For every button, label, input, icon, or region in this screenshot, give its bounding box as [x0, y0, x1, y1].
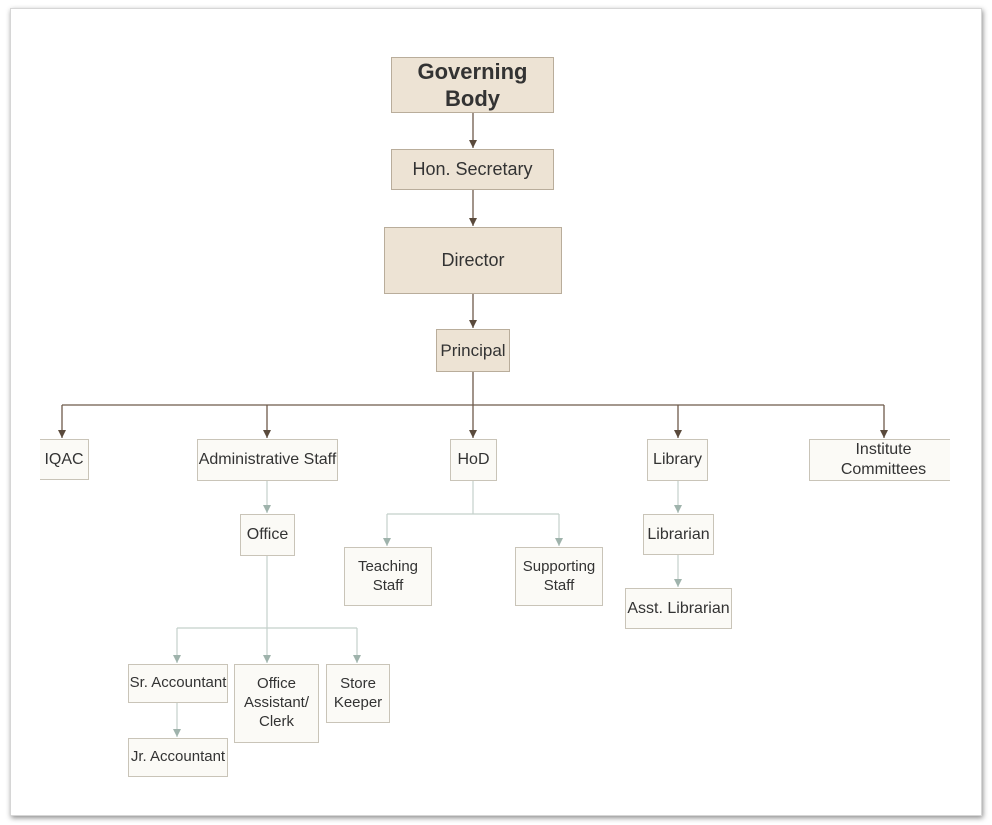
node-director: Director: [384, 227, 562, 294]
node-administrative-staff: Administrative Staff: [197, 439, 338, 481]
node-teaching-staff: Teaching Staff: [344, 547, 432, 606]
node-office-assistant-clerk: Office Assistant/ Clerk: [234, 664, 319, 743]
node-hod: HoD: [450, 439, 497, 481]
node-office: Office: [240, 514, 295, 556]
node-governing-body: Governing Body: [391, 57, 554, 113]
node-library: Library: [647, 439, 708, 481]
node-asst-librarian: Asst. Librarian: [625, 588, 732, 629]
node-jr-accountant: Jr. Accountant: [128, 738, 228, 777]
node-principal: Principal: [436, 329, 510, 372]
node-institute-committees: Institute Committees: [809, 439, 950, 481]
node-iqac: IQAC: [40, 439, 89, 480]
node-librarian: Librarian: [643, 514, 714, 555]
node-sr-accountant: Sr. Accountant: [128, 664, 228, 703]
node-supporting-staff: Supporting Staff: [515, 547, 603, 606]
node-store-keeper: Store Keeper: [326, 664, 390, 723]
node-hon-secretary: Hon. Secretary: [391, 149, 554, 190]
